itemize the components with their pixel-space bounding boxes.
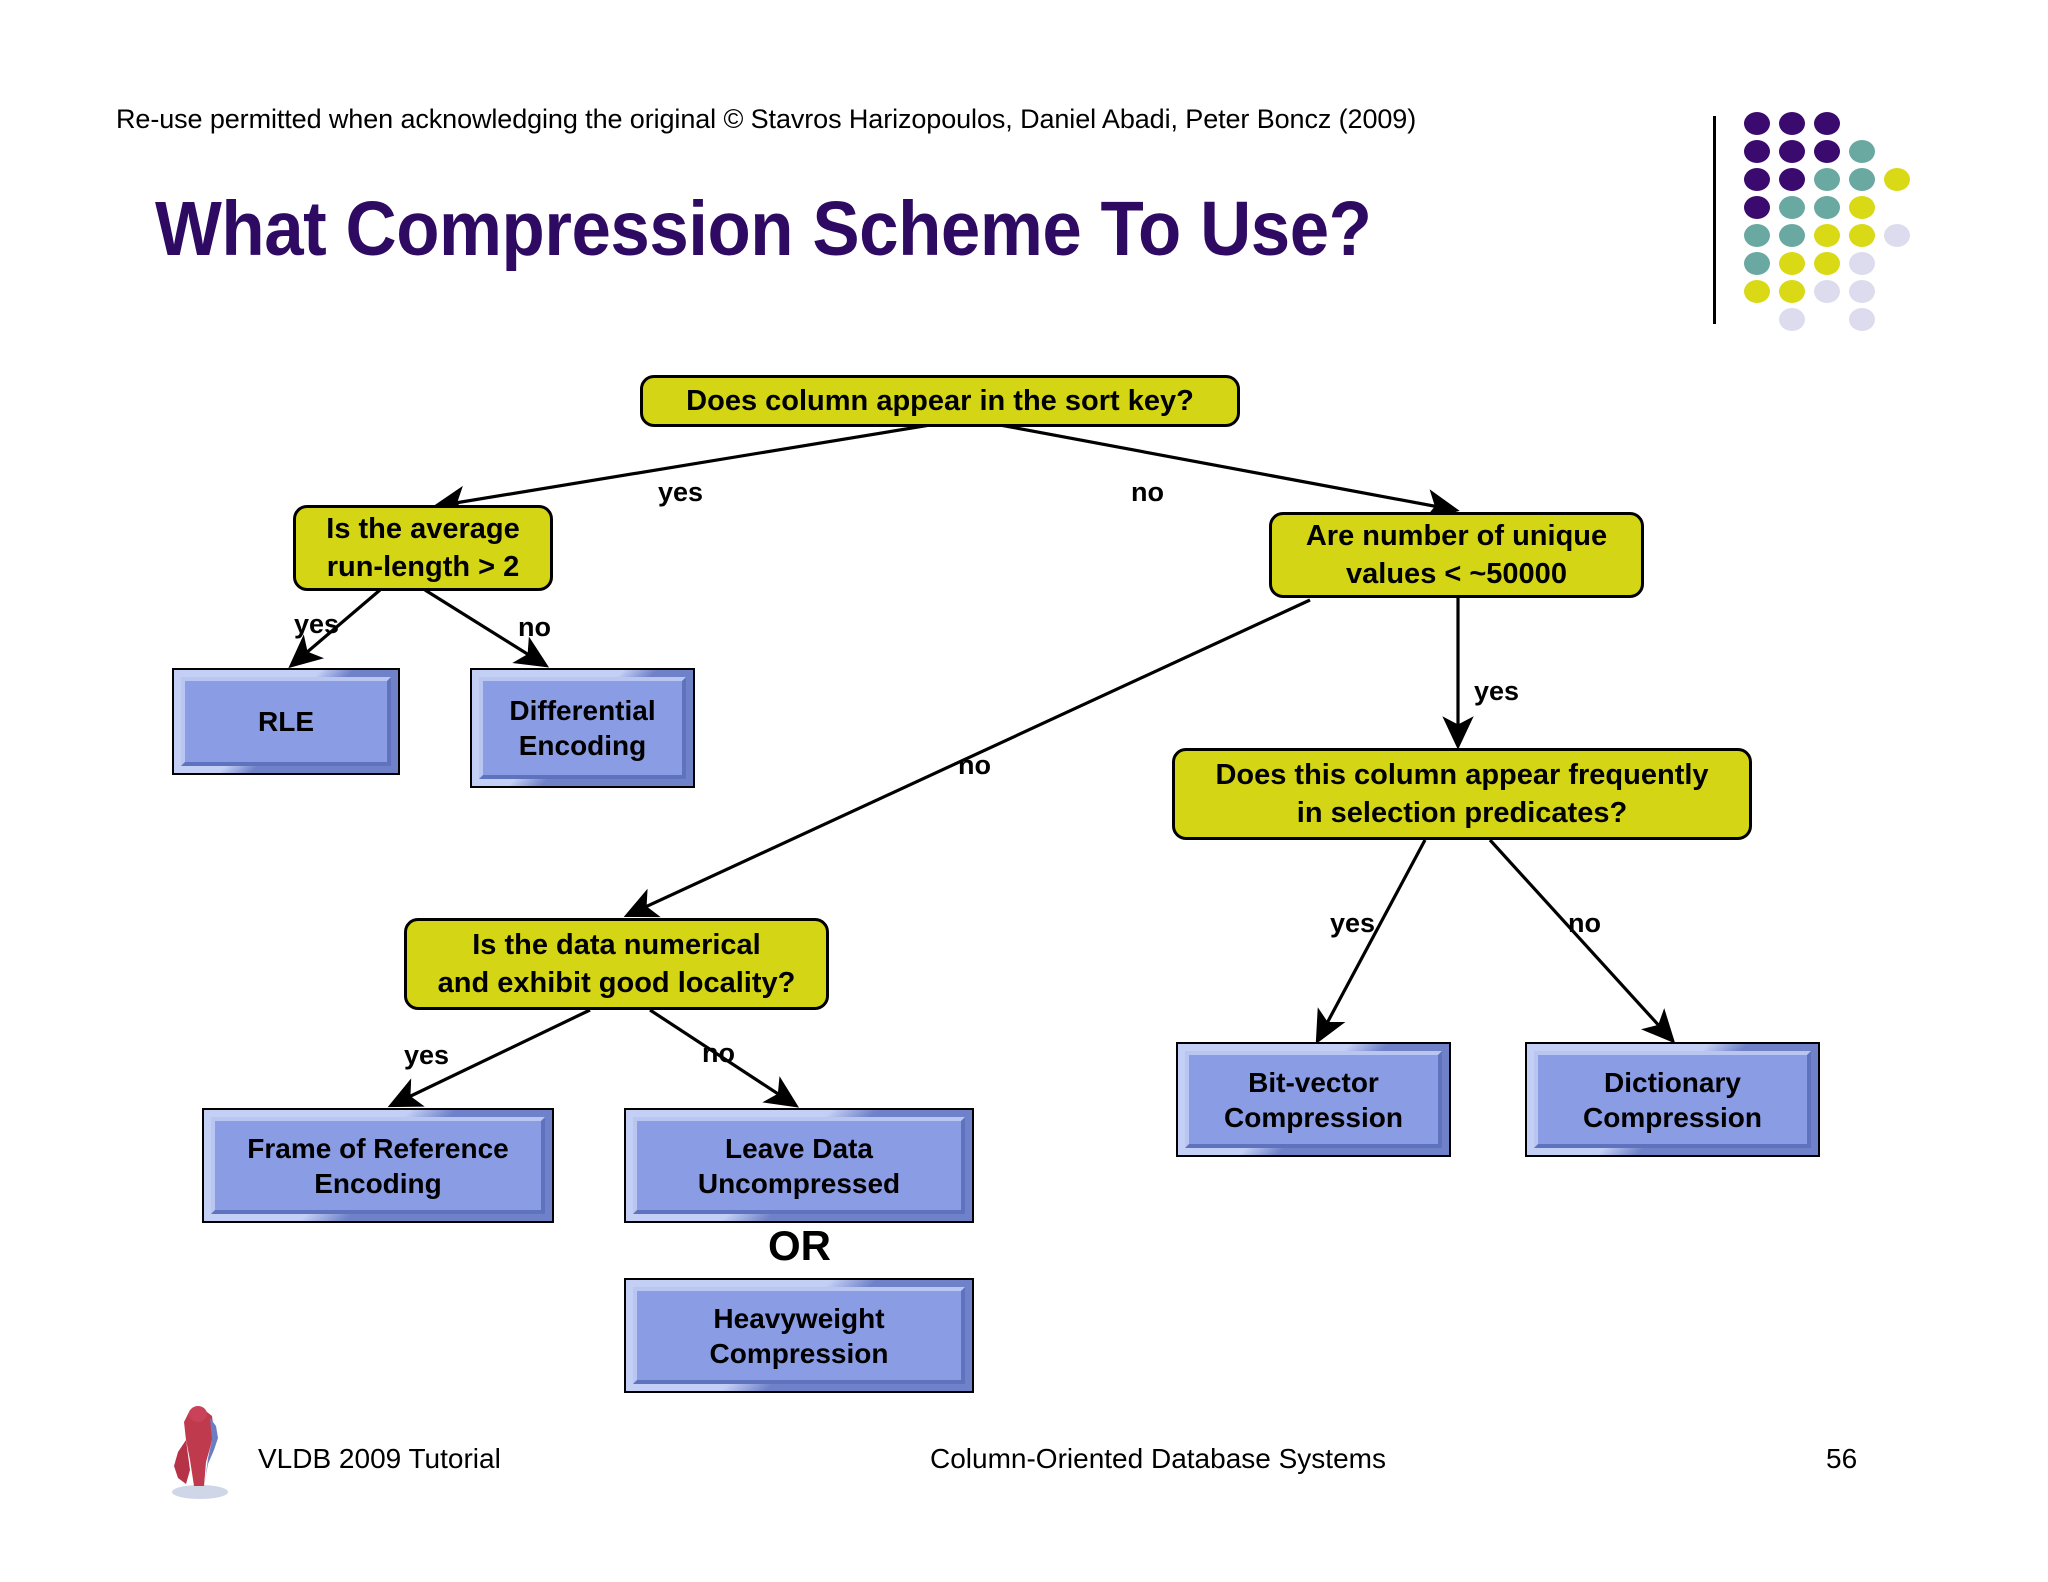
logo-dot	[1884, 168, 1910, 191]
edge-label-numerical-yes: yes	[404, 1040, 450, 1070]
logo-dot	[1849, 252, 1875, 275]
edge-label-numerical-no: no	[702, 1038, 735, 1068]
footer-center-text: Column-Oriented Database Systems	[930, 1443, 1386, 1474]
logo-divider-rule	[1713, 116, 1716, 324]
leaf-node-frame-of-reference-encoding[interactable]: Frame of Reference Encoding	[202, 1108, 554, 1223]
edge-label-root-no: no	[1131, 477, 1164, 507]
decision-node-selection-predicates[interactable]: Does this column appear frequently in se…	[1172, 748, 1752, 840]
edge-label-run-length-yes: yes	[294, 609, 340, 639]
leaf-node-dictionary-compression-label: Dictionary Compression	[1534, 1051, 1811, 1148]
logo-dot	[1779, 140, 1805, 163]
vldb-lion-logo	[172, 1406, 228, 1499]
leaf-node-bit-vector-compression[interactable]: Bit-vector Compression	[1176, 1042, 1451, 1157]
leaf-node-dictionary-compression[interactable]: Dictionary Compression	[1525, 1042, 1820, 1157]
logo-dot	[1814, 112, 1840, 135]
logo-dot	[1849, 224, 1875, 247]
logo-dot	[1814, 140, 1840, 163]
leaf-node-leave-data-uncompressed[interactable]: Leave Data Uncompressed	[624, 1108, 974, 1223]
logo-dot	[1849, 140, 1875, 163]
vldb-dot-matrix-logo	[1744, 112, 1944, 331]
leaf-node-heavyweight-compression-label: Heavyweight Compression	[633, 1287, 965, 1384]
logo-dot	[1814, 280, 1840, 303]
decision-node-numerical-locality-label: Is the data numerical and exhibit good l…	[437, 928, 796, 999]
logo-dot	[1849, 280, 1875, 303]
leaf-node-bit-vector-compression-label: Bit-vector Compression	[1185, 1051, 1442, 1148]
edge-label-unique-values-no: no	[958, 750, 991, 780]
logo-dot	[1779, 308, 1805, 331]
logo-dot	[1884, 224, 1910, 247]
or-connector-label: OR	[768, 1222, 831, 1269]
edge-label-predicates-no: no	[1568, 908, 1601, 938]
logo-dot	[1849, 196, 1875, 219]
footer-page-number: 56	[1826, 1443, 1858, 1474]
logo-dot	[1779, 280, 1805, 303]
decision-node-run-length[interactable]: Is the average run-length > 2	[293, 505, 553, 591]
leaf-node-rle[interactable]: RLE	[172, 668, 400, 775]
leaf-node-heavyweight-compression[interactable]: Heavyweight Compression	[624, 1278, 974, 1393]
leaf-node-differential-encoding[interactable]: Differential Encoding	[470, 668, 695, 788]
leaf-node-differential-encoding-label: Differential Encoding	[479, 677, 686, 779]
logo-dot	[1779, 224, 1805, 247]
footer-left-text: VLDB 2009 Tutorial	[258, 1443, 501, 1474]
logo-dot	[1814, 252, 1840, 275]
logo-dot	[1744, 168, 1770, 191]
decision-node-numerical-locality[interactable]: Is the data numerical and exhibit good l…	[404, 918, 829, 1010]
logo-dot	[1744, 280, 1770, 303]
edge-label-predicates-yes: yes	[1330, 908, 1376, 938]
logo-dot	[1779, 112, 1805, 135]
logo-dot	[1744, 112, 1770, 135]
leaf-node-rle-label: RLE	[181, 677, 391, 766]
edge-label-root-yes: yes	[658, 477, 704, 507]
logo-dot	[1744, 196, 1770, 219]
logo-dot	[1744, 252, 1770, 275]
decision-node-sort-key-label: Does column appear in the sort key?	[686, 384, 1194, 417]
copyright-credit-line: Re-use permitted when acknowledging the …	[116, 104, 1417, 134]
slide-title: What Compression Scheme To Use?	[155, 186, 1372, 272]
leaf-node-frame-of-reference-encoding-label: Frame of Reference Encoding	[211, 1117, 545, 1214]
logo-dot	[1779, 252, 1805, 275]
logo-dot	[1779, 196, 1805, 219]
logo-dot	[1849, 308, 1875, 331]
logo-dot	[1744, 224, 1770, 247]
decision-node-unique-values-label: Are number of unique values < ~50000	[1305, 519, 1608, 590]
logo-dot	[1744, 140, 1770, 163]
logo-dot	[1814, 168, 1840, 191]
decision-node-unique-values[interactable]: Are number of unique values < ~50000	[1269, 512, 1644, 598]
decision-node-run-length-label: Is the average run-length > 2	[326, 512, 520, 583]
edge-label-run-length-no: no	[518, 612, 551, 642]
logo-dot	[1779, 168, 1805, 191]
edge-label-unique-values-yes: yes	[1474, 676, 1520, 706]
leaf-node-leave-data-uncompressed-label: Leave Data Uncompressed	[633, 1117, 965, 1214]
logo-dot	[1849, 168, 1875, 191]
decision-node-sort-key[interactable]: Does column appear in the sort key?	[640, 375, 1240, 427]
decision-node-selection-predicates-label: Does this column appear frequently in se…	[1215, 758, 1709, 829]
logo-dot	[1814, 196, 1840, 219]
logo-dot	[1814, 224, 1840, 247]
